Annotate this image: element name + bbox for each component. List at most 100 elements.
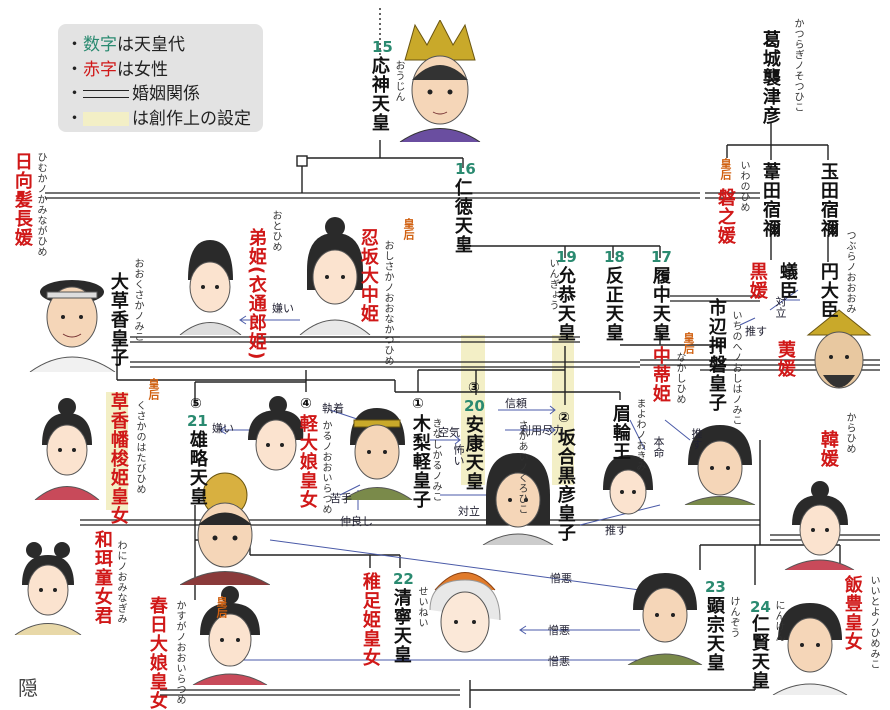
ruby-kusaka: おおくさかノみこ bbox=[132, 258, 143, 342]
name-iitoyo: 飯豊皇女 bbox=[841, 575, 863, 651]
legend-row-number: ・数字は天皇代 bbox=[66, 35, 185, 55]
ruby-sakai: さかあいノくろひこ bbox=[516, 420, 527, 515]
name-karu-oiratsume: 軽大娘皇女 bbox=[296, 414, 318, 509]
name-kusakahata: 草香幡梭姫皇女 bbox=[107, 392, 129, 525]
name-mayowa: 眉輪王 bbox=[609, 404, 631, 461]
reign-number-anko: 20 bbox=[464, 397, 485, 415]
reign-number-nintoku: 16 bbox=[455, 160, 476, 178]
empress-badge-iwanohime: 皇后 bbox=[719, 158, 732, 180]
portrait-ichinobe bbox=[684, 425, 756, 505]
name-ingyo: 允恭天皇 bbox=[554, 266, 576, 342]
relation-zouo-3: 憎悪 bbox=[548, 655, 570, 668]
relation-nigate: 苦手 bbox=[330, 492, 352, 505]
portrait-kusaka bbox=[29, 280, 116, 372]
ruby-ingyo: いんぎょう bbox=[547, 258, 558, 311]
name-osaka: 忍坂大中姫 bbox=[357, 228, 379, 323]
legend-box: ・数字は天皇代 ・赤字は女性 ・婚姻関係 ・は創作上の設定 bbox=[58, 24, 263, 132]
creative-setting-band bbox=[552, 335, 574, 485]
ruby-wani: わにノおみなぎみ bbox=[115, 540, 126, 624]
ruby-osaka: おしさかノおおなかつひめ bbox=[382, 240, 393, 366]
order-anko: ③ bbox=[468, 380, 480, 396]
order-yuryaku: ⑤ bbox=[190, 396, 202, 412]
relation-shitsuchaku: 執着 bbox=[322, 402, 344, 415]
portrait-karahime bbox=[784, 481, 855, 570]
name-richu: 履中天皇 bbox=[649, 266, 671, 342]
reign-number-ojin: 15 bbox=[372, 38, 393, 56]
ruby-seinei: せいねい bbox=[416, 586, 427, 628]
order-sakai: ② bbox=[558, 410, 570, 426]
ruby-himuka: ひむかノかみながひめ bbox=[35, 152, 46, 257]
portrait-osaka-onakatsu bbox=[299, 217, 371, 335]
creative-setting-band bbox=[106, 392, 128, 510]
ruby-tsubura: つぶらノおおおみ bbox=[844, 230, 855, 314]
empress-badge-osaka: 皇后 bbox=[402, 218, 415, 240]
portrait-yuryaku bbox=[180, 472, 270, 585]
name-hanzei: 反正天皇 bbox=[602, 266, 624, 342]
legend-row-marriage: ・婚姻関係 bbox=[66, 84, 200, 104]
ruby-iwanohime: いわのひめ bbox=[738, 160, 749, 213]
relation-taritsu-sakai: 対立 bbox=[458, 505, 480, 518]
name-otohime: 弟姫(衣通郎姫) bbox=[245, 228, 267, 361]
relation-honmei: 本命 bbox=[652, 436, 665, 458]
relation-osu-mayowa: 推す bbox=[605, 524, 627, 537]
name-tsubura: 円大臣 bbox=[817, 262, 839, 319]
portrait-kenzo bbox=[627, 573, 703, 665]
name-wani: 和珥童女君 bbox=[91, 530, 113, 625]
ruby-kinashi: きなしかるノみこ bbox=[430, 418, 441, 502]
relation-kirai-yuryaku: 嫌い bbox=[212, 422, 234, 435]
relation-osu-nakashi: 推す bbox=[690, 428, 703, 450]
relation-kirai-otohime: 嫌い bbox=[272, 302, 294, 315]
relation-nakayoshi: 仲良し bbox=[340, 515, 373, 528]
reign-number-ninken: 24 bbox=[750, 598, 771, 616]
name-ojin: 応神天皇 bbox=[368, 56, 390, 132]
relation-kowai: 怖い bbox=[452, 444, 465, 466]
ruby-kenzo: けんぞう bbox=[728, 596, 739, 638]
ruby-mayowa: まよわノおきみ bbox=[634, 398, 645, 472]
name-nintoku: 仁徳天皇 bbox=[451, 178, 473, 254]
name-kasuga: 春日大娘皇女 bbox=[146, 596, 168, 710]
portrait-anko bbox=[482, 453, 554, 545]
reign-number-seinei: 22 bbox=[393, 570, 414, 588]
name-yuryaku: 雄略天皇 bbox=[186, 430, 208, 506]
reign-number-hanzei: 18 bbox=[604, 248, 625, 266]
relation-zouo-2: 憎悪 bbox=[548, 624, 570, 637]
relation-shinrai: 信頼 bbox=[505, 397, 527, 410]
portrait-tsubura bbox=[806, 309, 872, 389]
ruby-karu-oiratsume: かるノおおいらつめ bbox=[320, 420, 331, 515]
name-ichinobe: 市辺押磐皇子 bbox=[705, 298, 727, 412]
portrait-seinei bbox=[429, 572, 501, 653]
ruby-ojin: おうじん bbox=[393, 60, 404, 102]
name-kusaka: 大草香皇子 bbox=[107, 272, 129, 367]
ruby-otohime: おとひめ bbox=[270, 210, 281, 252]
name-kinashi: 木梨軽皇子 bbox=[409, 414, 431, 509]
name-nakashi: 中蒂姫 bbox=[649, 346, 671, 403]
reign-number-richu: 17 bbox=[651, 248, 672, 266]
empress-badge-kusakahata: 皇后 bbox=[147, 378, 160, 400]
ruby-karahime: からひめ bbox=[844, 412, 855, 454]
relation-zouo-1: 憎悪 bbox=[550, 572, 572, 585]
empress-badge-nakashi: 皇后 bbox=[682, 332, 695, 354]
ruby-ichinobe: いちのへノおしはノみこ bbox=[730, 310, 741, 426]
name-seinei: 清寧天皇 bbox=[390, 588, 412, 664]
portrait-karu-oiratsume bbox=[248, 396, 304, 471]
reign-number-ingyo: 19 bbox=[556, 248, 577, 266]
portrait-kusakahata bbox=[34, 398, 100, 500]
relation-osu-ichinobe: 推す bbox=[745, 325, 767, 338]
name-iwanohime: 磐之媛 bbox=[714, 188, 736, 245]
order-kinashi: ① bbox=[412, 396, 424, 412]
name-kenzo: 顕宗天皇 bbox=[703, 596, 725, 672]
portrait-mayowa bbox=[603, 455, 653, 515]
relation-taritsu-ari: 対立 bbox=[774, 296, 787, 318]
ruby-nakashi: なかしひめ bbox=[674, 352, 685, 405]
portrait-kinashi bbox=[342, 408, 413, 500]
name-sakai: 坂合黒彦皇子 bbox=[554, 428, 576, 542]
name-karahime: 韓媛 bbox=[817, 430, 839, 468]
legend-row-red: ・赤字は女性 bbox=[66, 60, 168, 80]
empress-badge-kasuga: 皇后 bbox=[215, 596, 228, 618]
name-katsuragi: 葛城襲津彦 bbox=[759, 30, 781, 125]
portrait-ojin bbox=[399, 20, 481, 142]
ruby-iitoyo: いいとよノひめみこ bbox=[868, 575, 879, 670]
name-haehime: 荑媛 bbox=[774, 340, 796, 378]
